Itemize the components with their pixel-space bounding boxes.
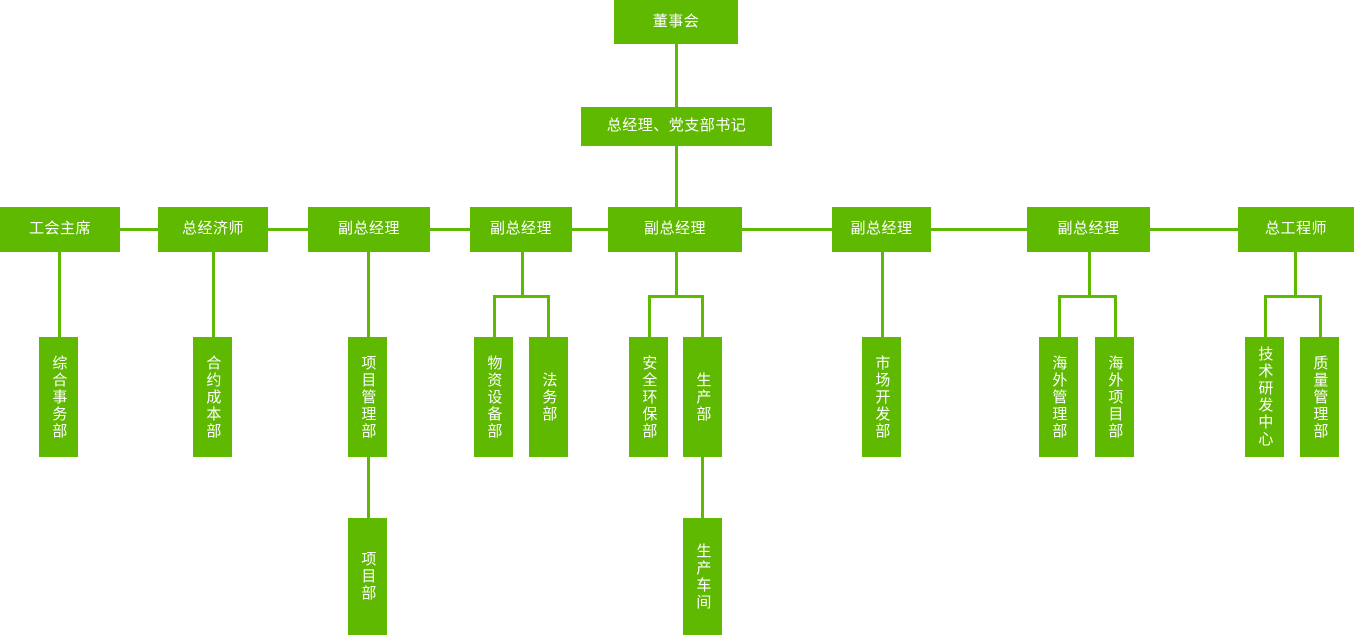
connector-e8-to-d11 [1264, 295, 1267, 337]
node-dept-safety-environment[interactable]: 安全环保部 [629, 337, 668, 457]
connector-e5-to-d6 [648, 295, 651, 337]
node-chief-engineer-label: 总工程师 [1264, 220, 1327, 238]
connector-exec-link-5 [740, 228, 834, 231]
node-dept-overseas-projects[interactable]: 海外项目部 [1095, 337, 1134, 457]
node-dept-rd-center[interactable]: 技术研发中心 [1245, 337, 1284, 457]
node-dept-legal[interactable]: 法务部 [529, 337, 568, 457]
connector-exec-link-6 [929, 228, 1029, 231]
node-deputy-gm-1[interactable]: 副总经理 [308, 207, 430, 252]
node-dept-overseas-projects-label: 海外项目部 [1106, 354, 1124, 440]
node-dept-contract-cost-label: 合约成本部 [204, 354, 222, 440]
connector-e4-bar [493, 295, 550, 298]
node-deputy-gm-4[interactable]: 副总经理 [832, 207, 931, 252]
node-dept-contract-cost[interactable]: 合约成本部 [193, 337, 232, 457]
node-dept-general-affairs-label: 综合事务部 [50, 354, 68, 440]
node-chief-engineer[interactable]: 总工程师 [1238, 207, 1354, 252]
connector-e7-stem [1088, 252, 1091, 297]
node-dept-project-management[interactable]: 项目管理部 [348, 337, 387, 457]
connector-e7-bar [1058, 295, 1117, 298]
node-deputy-gm-2[interactable]: 副总经理 [470, 207, 572, 252]
node-deputy-gm-3[interactable]: 副总经理 [608, 207, 742, 252]
connector-gm-to-exec-bus [675, 145, 678, 207]
node-unit-production-workshop[interactable]: 生产车间 [683, 518, 722, 635]
connector-e4-to-d5 [547, 295, 550, 337]
node-dept-market-development[interactable]: 市场开发部 [862, 337, 901, 457]
connector-e4-stem [521, 252, 524, 297]
connector-e5-stem [675, 252, 678, 297]
node-unit-production-workshop-label: 生产车间 [694, 542, 712, 611]
node-general-manager-label: 总经理、党支部书记 [606, 117, 747, 135]
connector-e4-to-d4 [493, 295, 496, 337]
node-dept-production[interactable]: 生产部 [683, 337, 722, 457]
node-deputy-gm-1-label: 副总经理 [337, 220, 400, 238]
connector-e8-to-d12 [1319, 295, 1322, 337]
connector-e7-to-d10 [1114, 295, 1117, 337]
node-general-manager[interactable]: 总经理、党支部书记 [581, 107, 772, 146]
node-chief-economist-label: 总经济师 [181, 220, 244, 238]
node-deputy-gm-2-label: 副总经理 [489, 220, 552, 238]
node-dept-general-affairs[interactable]: 综合事务部 [39, 337, 78, 457]
node-deputy-gm-4-label: 副总经理 [850, 220, 913, 238]
connector-exec-link-7 [1148, 228, 1240, 231]
node-chief-economist[interactable]: 总经济师 [158, 207, 268, 252]
node-dept-market-development-label: 市场开发部 [873, 354, 891, 440]
node-dept-legal-label: 法务部 [540, 371, 558, 423]
node-dept-materials-equipment-label: 物资设备部 [485, 354, 503, 440]
node-dept-overseas-management-label: 海外管理部 [1050, 354, 1068, 440]
connector-d3-to-u1 [367, 457, 370, 518]
node-union-chairman[interactable]: 工会主席 [0, 207, 120, 252]
node-dept-overseas-management[interactable]: 海外管理部 [1039, 337, 1078, 457]
connector-board-to-gm [675, 43, 678, 107]
connector-e5-to-d7 [701, 295, 704, 337]
node-dept-quality-management[interactable]: 质量管理部 [1300, 337, 1339, 457]
connector-e5-bar [648, 295, 704, 298]
node-board[interactable]: 董事会 [614, 0, 738, 44]
connector-e3-to-d3 [367, 252, 370, 337]
node-dept-rd-center-label: 技术研发中心 [1256, 346, 1274, 448]
node-dept-production-label: 生产部 [694, 371, 712, 423]
node-union-chairman-label: 工会主席 [28, 220, 91, 238]
node-dept-quality-management-label: 质量管理部 [1311, 354, 1329, 440]
connector-e8-stem [1294, 252, 1297, 297]
node-deputy-gm-5[interactable]: 副总经理 [1027, 207, 1150, 252]
connector-e6-to-d8 [881, 252, 884, 337]
connector-exec-link-2 [266, 228, 310, 231]
node-dept-safety-environment-label: 安全环保部 [640, 354, 658, 440]
connector-exec-link-1 [118, 228, 160, 231]
node-dept-materials-equipment[interactable]: 物资设备部 [474, 337, 513, 457]
connector-e1-to-d1 [58, 252, 61, 337]
node-dept-project-management-label: 项目管理部 [359, 354, 377, 440]
connector-e8-bar [1264, 295, 1322, 298]
node-unit-project-team[interactable]: 项目部 [348, 518, 387, 635]
node-unit-project-team-label: 项目部 [359, 551, 377, 602]
node-deputy-gm-3-label: 副总经理 [643, 220, 706, 238]
node-board-label: 董事会 [652, 12, 700, 30]
connector-exec-link-3 [428, 228, 472, 231]
connector-e2-to-d2 [212, 252, 215, 337]
connector-exec-link-4 [570, 228, 610, 231]
connector-e7-to-d9 [1058, 295, 1061, 337]
node-deputy-gm-5-label: 副总经理 [1057, 220, 1120, 238]
connector-d7-to-u2 [701, 457, 704, 518]
